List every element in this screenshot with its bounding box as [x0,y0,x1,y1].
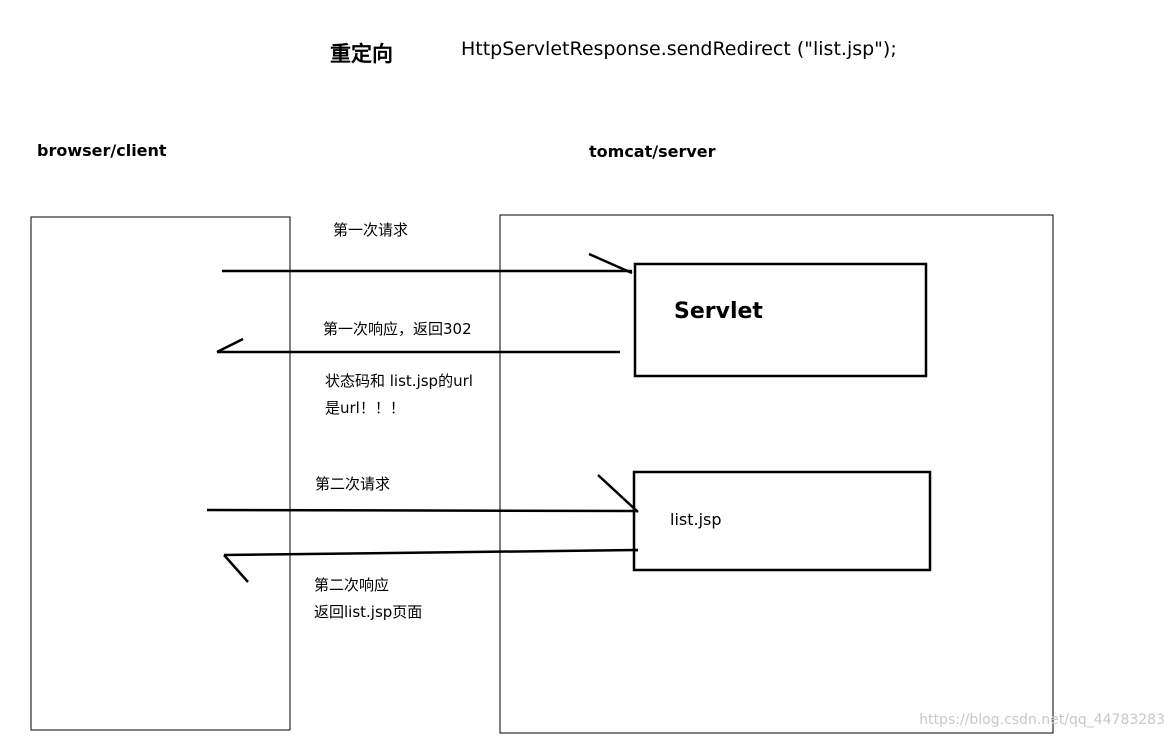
servlet-box [633,262,928,378]
second-request-arrow [206,474,639,513]
first-request-label: 第一次请求 [333,221,409,239]
first-response-line2: 状态码和 list.jsp的url [325,372,473,390]
client-column-label: browser/client [37,141,167,160]
watermark-text: https://blog.csdn.net/qq_44783283 [919,712,1165,728]
first-response-line3: 是url！！！ [325,399,405,417]
client-box [30,216,291,731]
second-request-label: 第二次请求 [315,475,391,493]
second-response-arrow [223,548,639,583]
servlet-label: Servlet [674,299,763,324]
second-response-line2: 返回list.jsp页面 [314,603,423,621]
listjsp-label: list.jsp [670,510,722,529]
first-response-line1: 第一次响应，返回302 [323,320,472,338]
first-request-arrow [222,252,633,275]
first-response-arrow [216,337,620,354]
server-box [499,214,1054,734]
diagram-title: 重定向 [330,42,393,66]
server-column-label: tomcat/server [589,142,716,161]
second-response-line1: 第二次响应 [314,576,390,594]
redirect-code: HttpServletResponse.sendRedirect ("list.… [461,38,897,60]
listjsp-box [632,470,932,572]
